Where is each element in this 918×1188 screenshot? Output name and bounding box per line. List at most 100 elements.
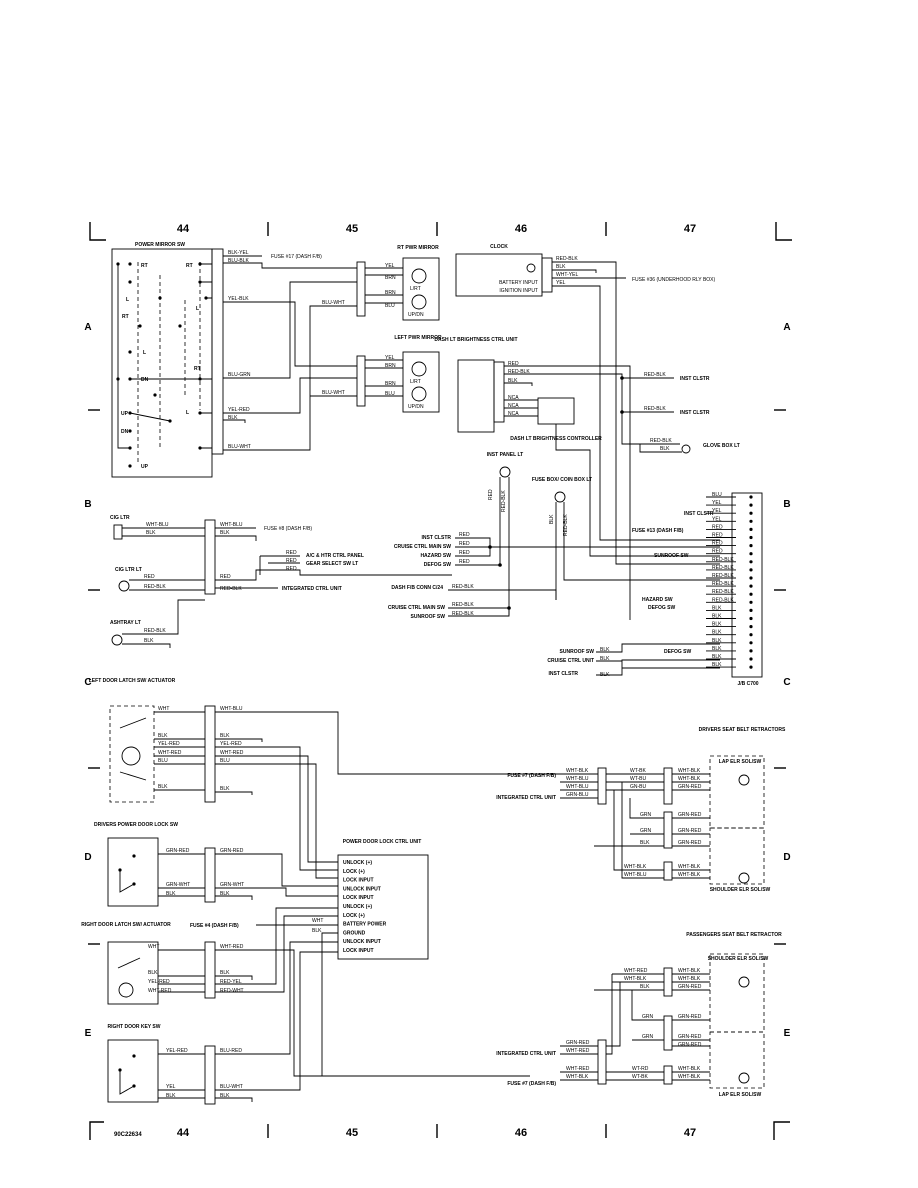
brightness-controller <box>537 397 575 425</box>
wire-label: RED-BLK <box>501 490 507 512</box>
wire-label: RED-BLK <box>556 256 578 262</box>
wire-label: RED-BLK <box>144 628 166 634</box>
wire-label: BLU <box>385 303 395 309</box>
wire-label: RED-BLK <box>452 611 474 617</box>
switch-housing <box>111 248 213 478</box>
wire-label: RED <box>459 550 470 556</box>
wire-label: BLK <box>312 928 322 934</box>
latch-housing <box>109 705 155 803</box>
destination-label: INST CLSTR <box>680 410 710 416</box>
splice-connector <box>204 705 216 803</box>
component-title: LEFT DOOR LATCH SW/ ACTUATOR <box>89 678 176 684</box>
wire-label: YEL <box>712 516 722 522</box>
wire-label: GRN-RED <box>678 984 702 990</box>
wire-label: WHT-BLU <box>146 522 169 528</box>
mirror-housing <box>402 351 440 413</box>
wire-label: BLK <box>220 1093 230 1099</box>
passengers-seat-belt-retractor: PASSENGERS SEAT BELT RETRACTOR SHOULDER … <box>496 932 782 1098</box>
terminal-dot <box>749 657 753 661</box>
corner-mark-top-left <box>89 222 106 241</box>
power-mirror-switch: POWER MIRROR SW RT RT L RT L RT L DN UP … <box>111 242 357 478</box>
wire-label: YEL <box>712 508 722 514</box>
component-title: PASSENGERS SEAT BELT RETRACTOR <box>686 932 782 938</box>
row-label: A <box>84 322 91 333</box>
clock-icon <box>526 263 536 273</box>
motor-lrt-icon <box>411 268 427 284</box>
terminal-dot <box>749 495 753 499</box>
destination-label: CRUISE CTRL MAIN SW <box>388 605 445 611</box>
wire-label: BLU <box>158 758 168 764</box>
wire-label: WHT-YEL <box>556 272 578 278</box>
right-door-latch: RIGHT DOOR LATCH SW/ ACTUATOR WHT BLK YE… <box>81 907 338 1077</box>
destination-label: DASH F/B CONN C/24 <box>391 585 443 591</box>
fuse-label: FUSE #36 (UNDERHOOD RLY BOX) <box>632 277 716 283</box>
lighter-socket <box>113 524 123 540</box>
wire-label: BLK <box>220 733 230 739</box>
wire-label: BLK <box>148 970 158 976</box>
wire-label: RED <box>286 566 297 572</box>
wire-label: GRN <box>642 1014 654 1020</box>
latch-switch <box>117 957 141 969</box>
wire-label: WHT-RED <box>566 1066 590 1072</box>
wire-label: BRN <box>385 275 396 281</box>
destination-label: DEFOG SW <box>648 605 676 611</box>
wire-label: WHT <box>158 706 169 712</box>
wire-label: WT-BK <box>630 768 646 774</box>
pos-label: L <box>186 410 189 416</box>
terminal-dot <box>749 608 753 613</box>
component-title: RT PWR MIRROR <box>397 245 439 251</box>
fuse-box-light: FUSE BOX/ COIN BOX LT BLK RED-BLK <box>532 477 720 600</box>
motor-label: UP/DN <box>408 312 424 318</box>
component-title: SHOULDER ELR SOL/SW <box>708 956 769 962</box>
wire-label: BLK <box>712 630 722 636</box>
terminal-dot <box>749 527 753 532</box>
component-title: SHOULDER ELR SOL/SW <box>710 887 771 893</box>
column-label: 45 <box>346 223 358 235</box>
pin-label: LOCK INPUT <box>343 948 374 954</box>
terminal-dot <box>749 600 753 604</box>
latch-wires <box>158 949 205 993</box>
row-label: C <box>783 677 790 688</box>
wire-label: BLU-RED <box>220 1048 242 1054</box>
pos-label: RT <box>194 366 201 372</box>
terminal-dot <box>749 568 753 572</box>
wire-label: BLK <box>220 530 230 536</box>
wire-label: RED <box>712 549 723 555</box>
wire-label: RED <box>459 559 470 565</box>
lamp-icon <box>499 466 511 478</box>
latch-splice-wires <box>215 711 560 879</box>
destination-label: HAZARD SW <box>642 597 673 603</box>
wire-label: WHT-BLK <box>624 976 647 982</box>
wire-label: GRN-RED <box>566 1040 590 1046</box>
lamp-icon <box>118 580 130 592</box>
wire-label: GRN-RED <box>678 828 702 834</box>
motor-updn-icon <box>411 294 427 310</box>
connector <box>356 261 366 317</box>
pos-label: RT <box>186 263 193 269</box>
feed-wires <box>259 555 452 576</box>
column-label: 46 <box>515 1127 527 1139</box>
wire-label: WHT-RED <box>158 750 182 756</box>
terminal-dot <box>749 649 753 653</box>
splice-connector <box>204 519 216 595</box>
fuse-label: FUSE #7 (DASH F/B) <box>507 773 556 779</box>
wire-label: BLK <box>712 654 722 660</box>
wire-red <box>504 365 631 620</box>
terminal-dot <box>749 519 753 523</box>
wire-label: RED <box>712 533 723 539</box>
motor-label: UP/DN <box>408 404 424 410</box>
wire-label: YEL <box>556 280 566 286</box>
belt-wires <box>560 773 710 879</box>
destination-label: SUNROOF SW <box>411 614 446 620</box>
power-door-lock-control-unit: POWER DOOR LOCK CTRL UNIT UNLOCK (+)LOCK… <box>190 839 530 1077</box>
component-title: INST PANEL LT <box>487 452 523 458</box>
center-red-blk-wires <box>448 589 557 617</box>
destination-label: INST CLSTR <box>680 376 710 382</box>
left-power-mirror: LEFT PWR MIRROR YEL BRN BRN BLU L/RT UP/… <box>322 335 442 413</box>
wire-label: GRN-BLU <box>566 792 589 798</box>
wire-red-blk <box>504 373 680 445</box>
lap-elr-housing <box>709 755 765 829</box>
shoulder-elr-housing <box>709 953 765 1033</box>
lamp-wires <box>499 477 510 615</box>
